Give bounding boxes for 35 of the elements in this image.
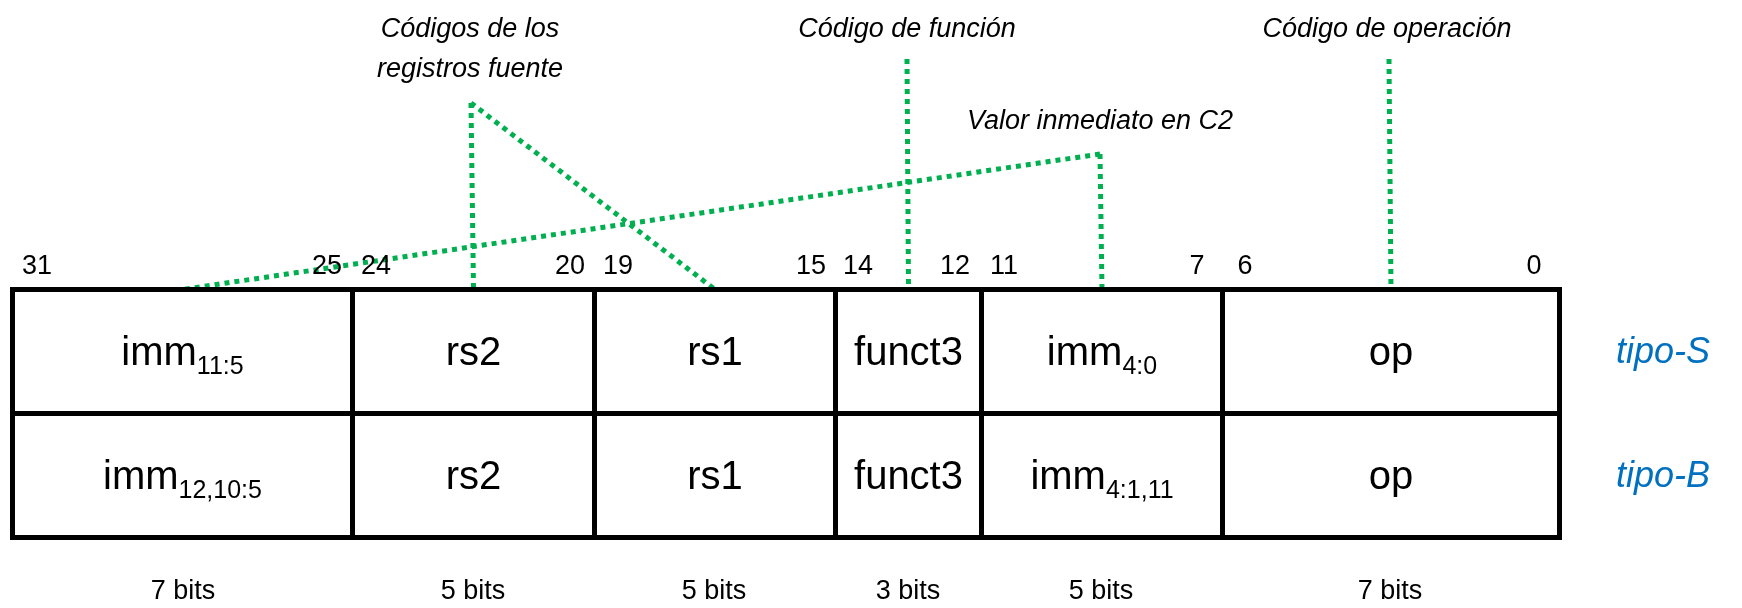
- annotation-text: Código de operación: [1262, 12, 1512, 45]
- field-name: imm$_{11:5}$: [121, 329, 244, 374]
- field-name: op: [1368, 329, 1414, 374]
- leader-line: [468, 102, 476, 290]
- bit-number: 0: [1526, 249, 1542, 281]
- field-name: rs1: [687, 453, 743, 498]
- field-width-label: 7 bits: [1357, 574, 1423, 606]
- field-name: funct3: [854, 329, 963, 374]
- field-name: rs1: [687, 329, 743, 374]
- bit-number: 6: [1237, 249, 1253, 281]
- field-name: rs2: [445, 453, 502, 498]
- field-name: funct3: [854, 453, 963, 498]
- bit-number: 14: [843, 249, 873, 281]
- field-width-label: 7 bits: [150, 574, 216, 606]
- bit-number: 24: [361, 249, 391, 281]
- format-type-label: tipo-B: [1616, 454, 1710, 496]
- bit-number: 11: [990, 249, 1018, 281]
- field-name: op: [1368, 453, 1414, 498]
- annotation-text: Códigos de los registros fuente: [375, 12, 565, 85]
- bit-number: 12: [940, 249, 970, 281]
- field-width-label: 5 bits: [681, 574, 747, 606]
- format-type-label: tipo-S: [1616, 330, 1710, 372]
- bit-number: 31: [22, 249, 52, 281]
- bit-number: 19: [603, 249, 633, 281]
- annotation-text: Código de función: [798, 12, 1016, 45]
- bit-number: 15: [796, 249, 826, 281]
- field-name: imm$_{4:0}$: [1046, 329, 1158, 374]
- leader-line: [1097, 153, 1105, 290]
- bit-number: 7: [1189, 249, 1205, 281]
- annotation-text: Valor inmediato en C2: [966, 104, 1234, 137]
- bit-number: 20: [555, 249, 585, 281]
- field-width-label: 5 bits: [1068, 574, 1134, 606]
- field-width-label: 3 bits: [875, 574, 941, 606]
- field-name: rs2: [445, 329, 502, 374]
- field-width-label: 5 bits: [440, 574, 506, 606]
